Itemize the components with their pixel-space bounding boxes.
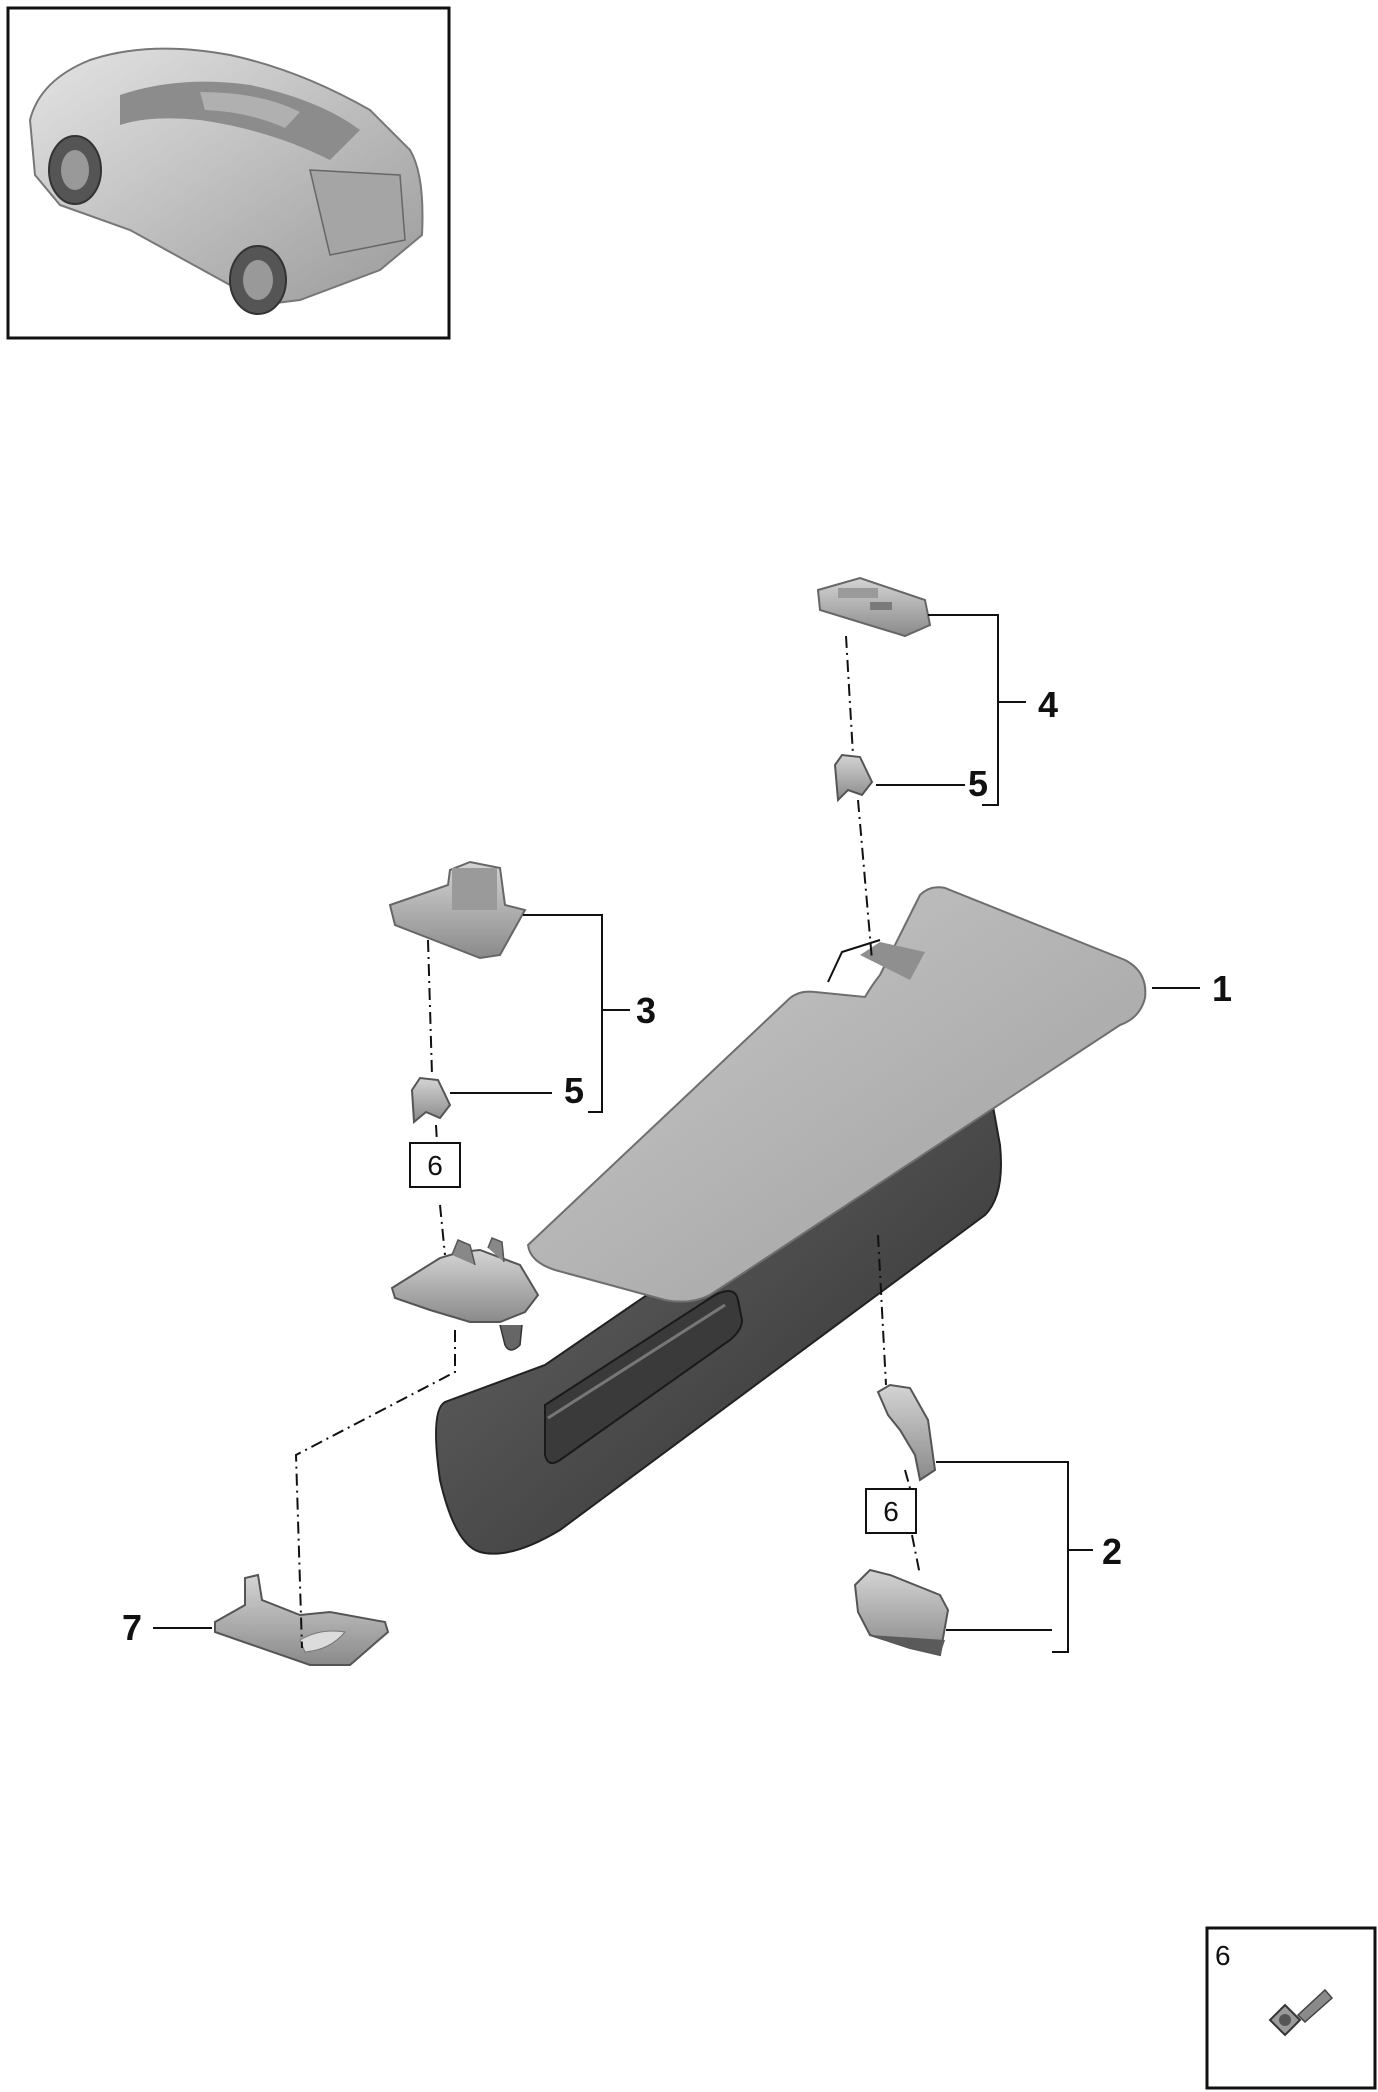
leader-lines	[153, 614, 1200, 1653]
car-icon	[28, 47, 424, 315]
callout-4: 4	[1038, 684, 1058, 725]
callout-7: 7	[122, 1607, 142, 1648]
legend-part-6: 6	[1205, 1926, 1377, 2090]
svg-text:6: 6	[427, 1150, 443, 1181]
callout-2: 2	[1102, 1531, 1122, 1572]
part-5-clip-upper	[833, 753, 874, 803]
part-3-bracket	[388, 860, 527, 960]
sun-visor-part	[435, 886, 1147, 1555]
callout-1: 1	[1212, 968, 1232, 1009]
callout-3: 3	[636, 990, 656, 1031]
part-2-clip	[876, 1383, 937, 1482]
assembly-lines	[294, 635, 921, 1649]
part-2-cover	[853, 1568, 950, 1657]
boxed-ref-6-right: 6	[865, 1488, 917, 1534]
hinge-bracket	[390, 1237, 540, 1351]
vehicle-thumbnail	[6, 6, 451, 340]
legend-label: 6	[1215, 1940, 1231, 1971]
callout-5-upper: 5	[968, 763, 988, 804]
callout-5-lower: 5	[564, 1070, 584, 1111]
part-5-clip-lower	[410, 1076, 452, 1125]
boxed-ref-6-left: 6	[409, 1142, 461, 1188]
part-4-cover	[816, 576, 932, 638]
svg-text:6: 6	[883, 1496, 899, 1527]
screw-icon	[1268, 1988, 1334, 2037]
